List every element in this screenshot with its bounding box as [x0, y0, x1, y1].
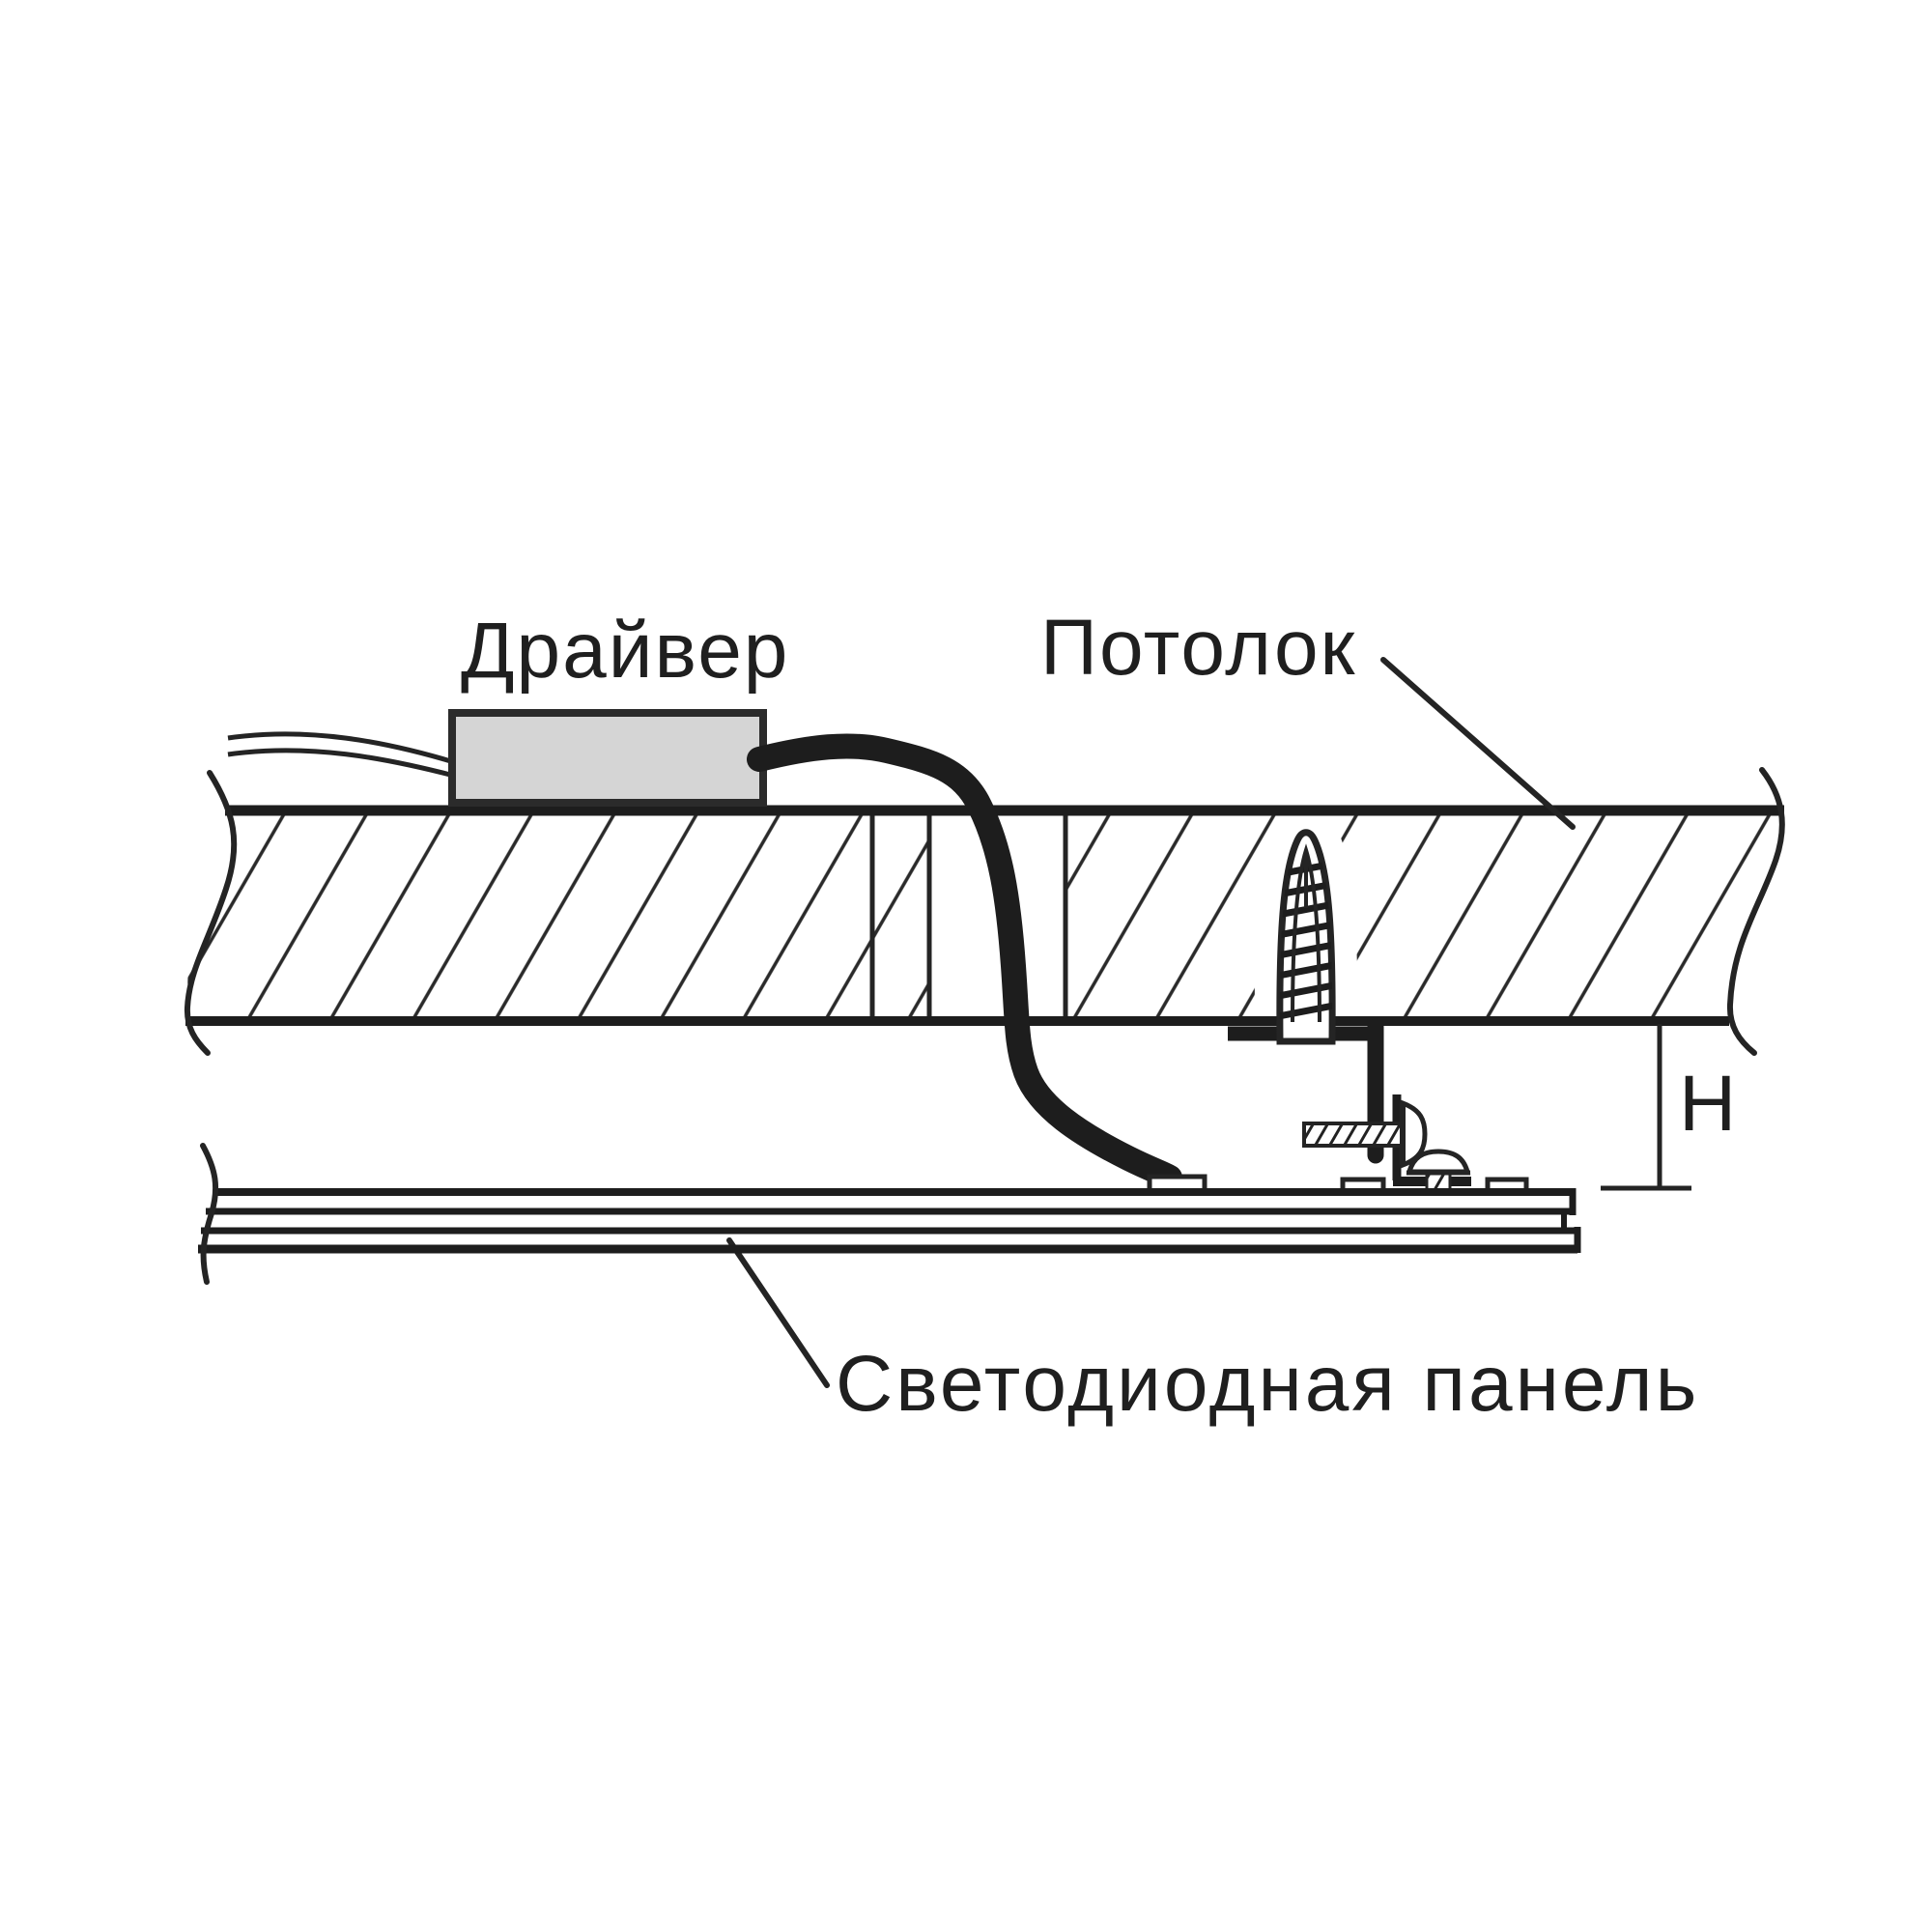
driver-box: [448, 709, 767, 807]
fixing-bolt: [1302, 1099, 1428, 1169]
dowel-anchor: [1276, 829, 1336, 1045]
supply-wires: [227, 731, 455, 779]
label-led-panel: Светодиодная панель: [836, 1340, 1700, 1428]
break-line-ceiling-right: [1726, 767, 1785, 1056]
ceiling-opening: [869, 814, 1068, 1018]
label-height-dimension: H: [1679, 1060, 1739, 1148]
h-dimension-lines: [1601, 1024, 1691, 1191]
label-ceiling: Потолок: [1040, 604, 1357, 692]
leader-line-led-panel: [726, 1237, 830, 1388]
break-line-ceiling-left: [184, 770, 238, 1056]
label-driver: Драйвер: [461, 607, 790, 695]
led-panel-profile: [198, 1143, 1581, 1285]
fixing-screw: [1406, 1149, 1471, 1192]
break-line-panel-left: [200, 1143, 219, 1285]
power-cable: [747, 733, 1182, 1190]
leader-line-ceiling: [1380, 657, 1576, 830]
